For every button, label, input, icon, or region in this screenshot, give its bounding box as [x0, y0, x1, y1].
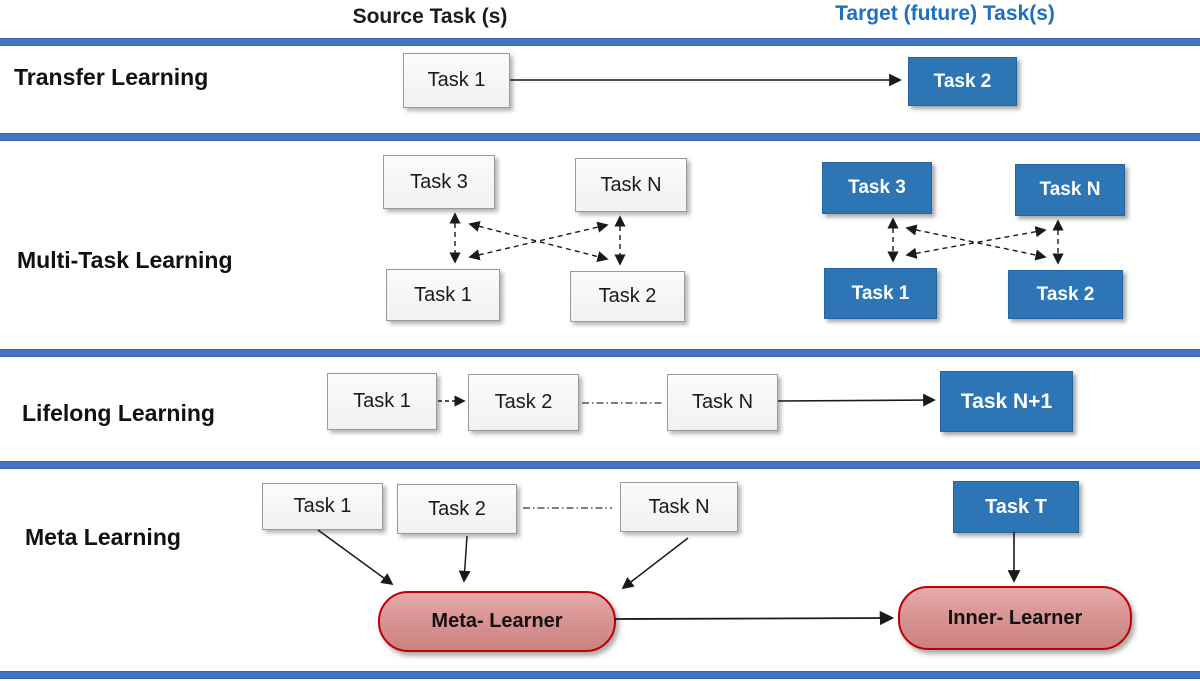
multitask-target-task3-box: Task 3	[822, 162, 932, 214]
transfer-source-task-box: Task 1	[403, 53, 510, 108]
column-header-target: Target (future) Task(s)	[835, 2, 1055, 25]
row-label-lifelong: Lifelong Learning	[22, 400, 215, 426]
multitask-source-task2-box: Task 2	[570, 271, 685, 322]
multitask-target-task2-box: Task 2	[1008, 270, 1123, 319]
lifelong-task2-box: Task 2	[468, 374, 579, 431]
multitask-source-taskN-box: Task N	[575, 158, 687, 212]
row-label-transfer: Transfer Learning	[14, 64, 209, 90]
multitask-source-diagonal-arrow-1	[468, 220, 609, 263]
divider-bar-2	[0, 133, 1200, 141]
meta-taskN-box: Task N	[620, 482, 738, 532]
divider-bar-3	[0, 349, 1200, 357]
row-label-multitask: Multi-Task Learning	[17, 247, 233, 273]
column-header-source: Source Task (s)	[352, 5, 508, 28]
multitask-source-diagonal-arrow-2	[468, 221, 609, 261]
transfer-target-task-box: Task 2	[908, 57, 1017, 106]
multitask-target-task1-box: Task 1	[824, 268, 937, 319]
divider-bar-1	[0, 38, 1200, 46]
multitask-target-arrows	[887, 217, 1064, 265]
meta-arrow-task2-to-meta-learner	[458, 535, 471, 583]
row-label-meta: Meta Learning	[25, 524, 181, 550]
meta-arrow-meta-to-inner-learner	[613, 610, 895, 626]
multitask-source-task3-box: Task 3	[383, 155, 495, 209]
lifelong-task1-box: Task 1	[327, 373, 437, 430]
lifelong-taskN-box: Task N	[667, 374, 778, 431]
multitask-target-diagonal-arrow-1	[905, 224, 1047, 261]
lifelong-target-task-box: Task N+1	[940, 371, 1073, 432]
meta-target-task-box: Task T	[953, 481, 1079, 533]
meta-learner-pill: Meta- Learner	[378, 591, 616, 652]
multitask-source-arrows	[449, 212, 626, 266]
meta-task1-box: Task 1	[262, 483, 383, 530]
multitask-target-taskN-box: Task N	[1015, 164, 1125, 216]
meta-task2-box: Task 2	[397, 484, 517, 534]
divider-bar-5	[0, 671, 1200, 679]
lifelong-arrow-taskN-target	[777, 393, 936, 407]
meta-arrow-task1-to-meta-learner	[317, 529, 394, 586]
multitask-source-task1-box: Task 1	[386, 269, 500, 321]
meta-arrow-taskN-to-meta-learner	[621, 537, 689, 590]
multitask-target-diagonal-arrow-2	[905, 226, 1047, 259]
inner-learner-pill: Inner- Learner	[898, 586, 1132, 650]
divider-bar-4	[0, 461, 1200, 469]
